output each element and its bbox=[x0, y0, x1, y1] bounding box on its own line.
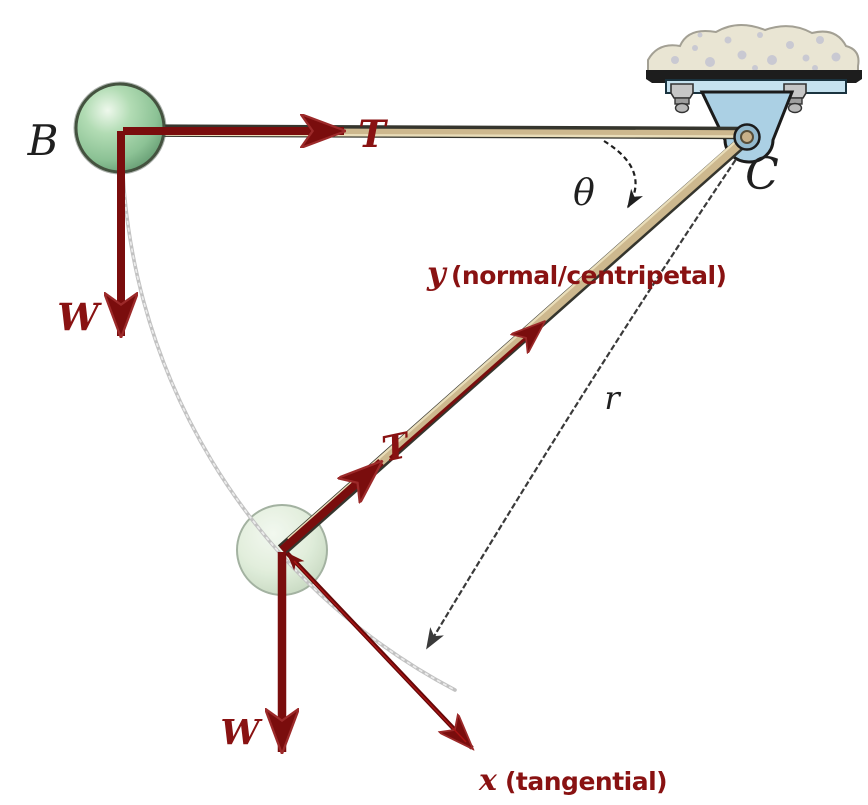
label-y-axis: y (normal/centripetal) bbox=[426, 254, 727, 292]
stone-speckles bbox=[671, 32, 841, 71]
label-x-symbol: x bbox=[478, 763, 498, 798]
label-weight-bottom: W bbox=[220, 712, 263, 753]
bolt-left bbox=[670, 83, 694, 114]
stone-slab bbox=[647, 24, 860, 78]
y-axis-arrow bbox=[389, 322, 544, 460]
label-y-symbol: y bbox=[426, 254, 448, 292]
label-tension-top: T bbox=[358, 112, 388, 156]
label-weight-top: W bbox=[57, 295, 102, 339]
label-ball-b: B bbox=[27, 116, 59, 165]
ceiling-mount bbox=[646, 24, 862, 164]
labels: B C θ r T W T W y (normal/centripetal) x… bbox=[27, 112, 779, 798]
label-y-text: (normal/centripetal) bbox=[451, 261, 726, 290]
radius-line bbox=[426, 145, 746, 650]
label-radius-r: r bbox=[604, 379, 621, 417]
theta-arrow bbox=[603, 140, 643, 209]
tension-arrow-bottom bbox=[279, 462, 381, 553]
swing-arc bbox=[120, 135, 457, 692]
label-x-axis: x (tangential) bbox=[478, 763, 668, 798]
x-axis-arrow bbox=[285, 551, 472, 748]
label-theta: θ bbox=[573, 173, 595, 214]
force-arrows bbox=[121, 131, 544, 752]
label-pivot-c: C bbox=[745, 149, 779, 200]
label-x-text: (tangential) bbox=[505, 767, 667, 796]
pivot bbox=[733, 123, 761, 151]
